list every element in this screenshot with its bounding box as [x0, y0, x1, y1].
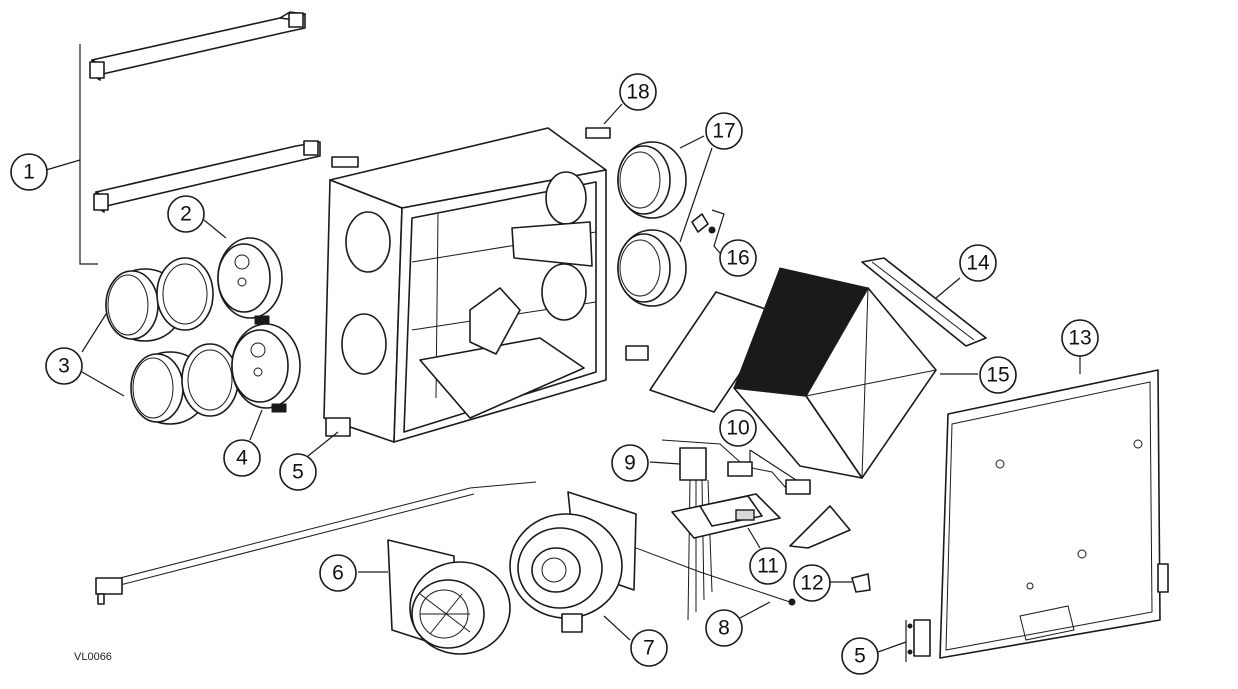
svg-text:11: 11 [757, 555, 779, 578]
heat-exchanger-core [733, 267, 937, 479]
leader-5b [877, 641, 907, 653]
leader-1-bracket [79, 44, 98, 265]
svg-text:10: 10 [726, 417, 749, 440]
svg-text:3: 3 [58, 355, 70, 378]
clip-part [691, 213, 716, 234]
mounting-bracket-top [89, 11, 306, 81]
leader-18 [603, 103, 623, 125]
svg-text:13: 13 [1068, 327, 1091, 350]
callout-9: 9 [611, 444, 649, 482]
callout-10: 10 [719, 409, 757, 447]
damper-collar-lower [231, 323, 301, 413]
small-bracket [851, 573, 871, 593]
callout-15: 15 [979, 356, 1017, 394]
leader-4 [249, 409, 263, 441]
leader-17b [679, 147, 713, 243]
door-panel [939, 369, 1169, 659]
callout-8: 8 [705, 609, 743, 647]
door-latch [905, 619, 931, 662]
callout-3: 3 [45, 347, 83, 385]
leader-3a [81, 313, 107, 353]
gasket-ring-lower [181, 343, 239, 417]
duct-collar-right-lower [617, 229, 687, 307]
main-cabinet [323, 127, 611, 443]
connector-block [625, 345, 649, 361]
damper-collar-upper [217, 237, 283, 325]
leader-9 [649, 461, 681, 465]
callout-17: 17 [705, 112, 743, 150]
svg-text:17: 17 [712, 120, 735, 143]
blower-right [509, 491, 637, 633]
callout-2: 2 [167, 195, 205, 233]
callout-6: 6 [319, 554, 357, 592]
svg-text:6: 6 [332, 562, 344, 585]
callout-5-right: 5 [841, 637, 879, 675]
leader-2 [203, 219, 227, 239]
svg-text:2: 2 [180, 203, 192, 226]
callout-13: 13 [1061, 319, 1099, 357]
leader-11 [747, 527, 761, 549]
callout-12: 12 [793, 564, 831, 602]
svg-text:5: 5 [854, 645, 866, 668]
board-cover [789, 505, 851, 549]
mounting-bracket-bottom [93, 140, 321, 213]
leader-7 [603, 615, 631, 641]
leader-14 [935, 277, 961, 299]
svg-text:8: 8 [718, 617, 730, 640]
svg-text:4: 4 [236, 447, 248, 470]
connectors [727, 461, 811, 495]
callout-14: 14 [959, 244, 997, 282]
wiring-harness [661, 439, 741, 621]
filter [861, 257, 987, 347]
leader-17a [679, 135, 705, 149]
callout-11: 11 [749, 547, 787, 585]
gasket-ring-upper [156, 257, 214, 331]
control-board [671, 493, 781, 539]
figure-code: VL0066 [74, 651, 112, 663]
leader-3b [81, 371, 125, 397]
svg-text:1: 1 [23, 161, 35, 184]
leader-16 [711, 209, 725, 259]
svg-text:12: 12 [800, 572, 823, 595]
callout-18: 18 [619, 73, 657, 111]
callout-5-left: 5 [279, 453, 317, 491]
callout-16: 16 [719, 239, 757, 277]
svg-text:7: 7 [643, 637, 655, 660]
svg-text:18: 18 [626, 81, 649, 104]
power-cord [95, 481, 796, 606]
svg-text:5: 5 [292, 461, 304, 484]
callout-7: 7 [630, 629, 668, 667]
filter-panel [649, 291, 781, 413]
leader-5a [307, 431, 339, 457]
leader-1 [45, 159, 81, 171]
svg-text:14: 14 [966, 252, 990, 275]
duct-collar-right-upper [617, 141, 687, 219]
leader-10b [749, 449, 797, 481]
svg-text:16: 16 [726, 247, 749, 270]
callout-1: 1 [10, 153, 48, 191]
blower-left [387, 539, 511, 655]
callout-4: 4 [223, 439, 261, 477]
svg-text:15: 15 [986, 364, 1009, 387]
leader-8 [739, 601, 771, 619]
svg-text:9: 9 [624, 452, 636, 475]
